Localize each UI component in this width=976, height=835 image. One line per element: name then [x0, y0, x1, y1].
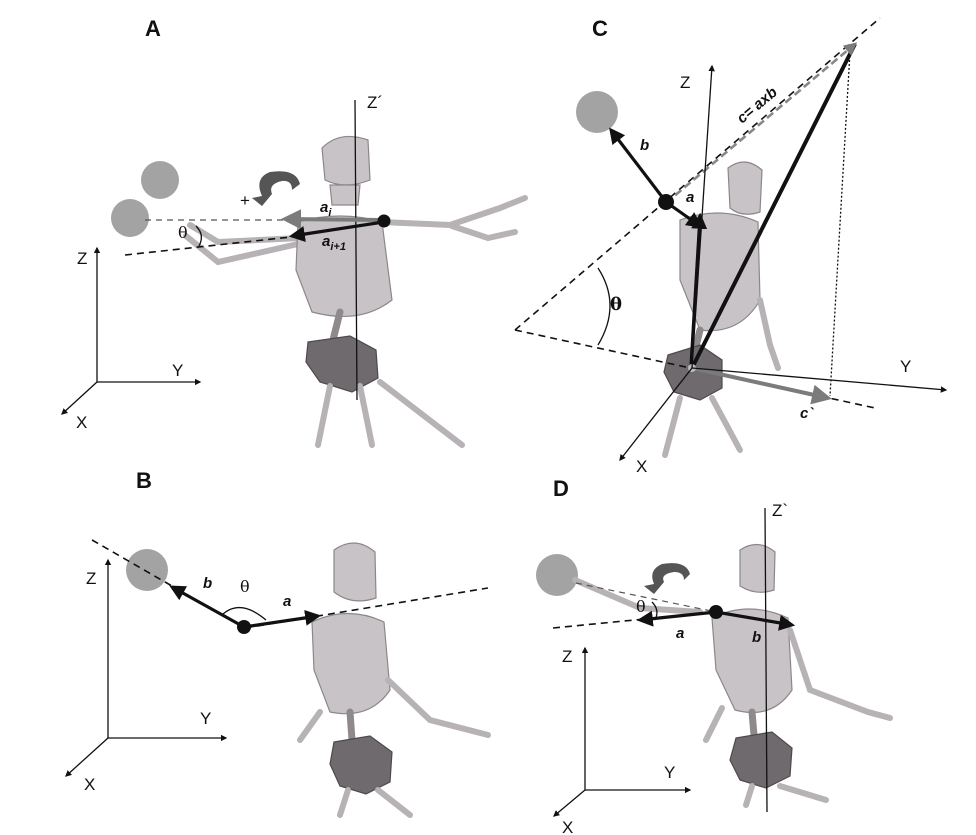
panel-a-ball-initial [141, 161, 179, 199]
panel-c-axis-x-label: X [636, 457, 647, 476]
panel-b-angle-label: θ [240, 577, 250, 596]
panel-a-axis-x-label: X [76, 413, 87, 432]
panel-c-letter: C [592, 16, 608, 41]
panel-b-letter: B [136, 468, 152, 493]
panel-d: D Z` Z Y X a b θ [536, 476, 890, 835]
panel-d-rotation-arrow [644, 563, 690, 594]
panel-c-vector-b-label: b [640, 137, 649, 154]
panel-b-elbow-joint [237, 620, 251, 634]
panel-a-axis-z-label: Z [77, 249, 87, 268]
panel-d-mannequin [706, 544, 890, 805]
panel-a-axes [62, 248, 200, 414]
panel-c-axes [620, 66, 946, 460]
panel-a-axis-y-label: Y [172, 361, 183, 380]
panel-c-vector-a-label: a [686, 189, 694, 206]
panel-d-axis-x-label: X [562, 818, 573, 835]
panel-c-angle-arc [598, 268, 610, 345]
panel-c-vector-cprime-label: c` [800, 405, 814, 422]
panel-b-vector-a [244, 616, 318, 627]
panel-c-projection-line [830, 52, 850, 396]
panel-a-vector-ai-label: ai [320, 199, 332, 219]
panel-a-vector-ai [285, 219, 383, 220]
panel-b-vector-b-label: b [203, 575, 212, 592]
panel-b-mannequin [300, 543, 488, 815]
panel-c-shoulder-joint [658, 194, 674, 210]
panel-b-vector-b [172, 587, 244, 627]
panel-c-angle-label: θ [610, 294, 622, 315]
panel-b-vector-a-label: a [283, 593, 291, 610]
panel-c-axis-y-label: Y [900, 357, 911, 376]
panel-a-shoulder-joint [378, 215, 391, 228]
panel-b-axis-x-label: X [84, 775, 95, 794]
panel-a-rotation-arrow [252, 171, 300, 206]
panel-c-vector-b [611, 130, 666, 202]
panel-a-plus-sign: + [240, 191, 250, 210]
panel-b-axis-y-label: Y [200, 709, 211, 728]
panel-b-axis-z-label: Z [86, 569, 96, 588]
panel-a-ball-final [111, 199, 149, 237]
panel-c-axis-z-label: Z [680, 73, 690, 92]
panel-a-rotation-axis-label: Z´ [367, 93, 383, 112]
panel-c-vector-c-label: c= axb [734, 84, 781, 127]
panel-d-axis-z-label: Z [562, 647, 572, 666]
panel-d-angle-label: θ [636, 597, 646, 616]
panel-c: C Z Y X b a c= axb c` θ [515, 16, 946, 476]
panel-d-axes [554, 648, 690, 816]
panel-d-axis-y-label: Y [664, 763, 675, 782]
panel-b-axes [66, 560, 226, 776]
panel-d-rotation-axis-label: Z` [772, 501, 788, 520]
panel-d-shoulder-joint [709, 605, 723, 619]
panel-b: B Z Y X b a θ [66, 468, 488, 815]
panel-d-vector-a-label: a [676, 625, 684, 642]
panel-c-ball [576, 91, 618, 133]
panel-a-letter: A [145, 16, 161, 41]
panel-d-letter: D [553, 476, 569, 501]
panel-a-angle-label: θ [178, 223, 188, 242]
panel-d-ball [536, 554, 578, 596]
panel-b-ball [126, 549, 168, 591]
panel-d-vector-b-label: b [752, 629, 761, 646]
panel-a: A Z´ + ai ai+1 θ Z Y X [62, 16, 525, 445]
